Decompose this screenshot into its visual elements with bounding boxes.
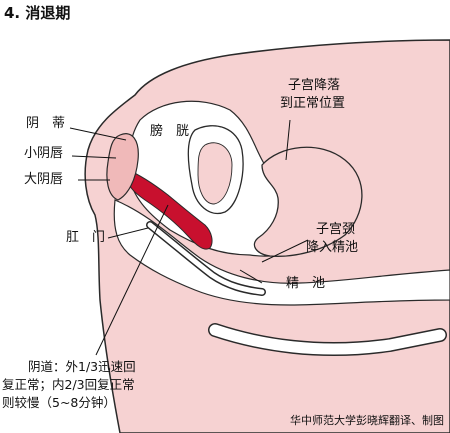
credit: 华中师范大学彭晓辉翻译、制图 <box>290 414 444 427</box>
uterus <box>253 146 363 257</box>
label-uterus-line2: 到正常位置 <box>280 96 346 111</box>
label-clitoris: 阴 蒂 <box>26 116 66 131</box>
label-uterus-line1: 子宫降落 <box>288 78 341 93</box>
caption-line-2: 复正常；内2/3回复正常 <box>2 377 135 393</box>
vagina <box>126 169 213 250</box>
label-cervix-line1: 子宫颈 <box>316 222 356 237</box>
label-cervix-line2: 降入精池 <box>306 240 359 255</box>
caption: 阴道：外1/3迅速回 复正常；内2/3回复正常 则较慢（5~8分钟） <box>2 358 136 412</box>
label-bladder: 膀 胱 <box>150 124 190 139</box>
label-labia-majora: 大阴唇 <box>24 172 64 187</box>
bladder-inner <box>197 142 233 205</box>
label-anus: 肛 门 <box>66 230 106 245</box>
vulva <box>106 133 139 201</box>
spine-inner <box>209 324 446 355</box>
caption-line-3: 则较慢（5~8分钟） <box>2 395 116 411</box>
caption-line-1: 阴道：外1/3迅速回 <box>28 359 136 374</box>
page-title: 4. 消退期 <box>4 4 71 22</box>
pointer-lines <box>69 119 309 356</box>
rectum-inner <box>147 222 265 295</box>
label-seminal-pool: 精 池 <box>286 276 326 291</box>
lower-tissue <box>113 199 450 306</box>
label-labia-minora: 小阴唇 <box>24 146 64 161</box>
